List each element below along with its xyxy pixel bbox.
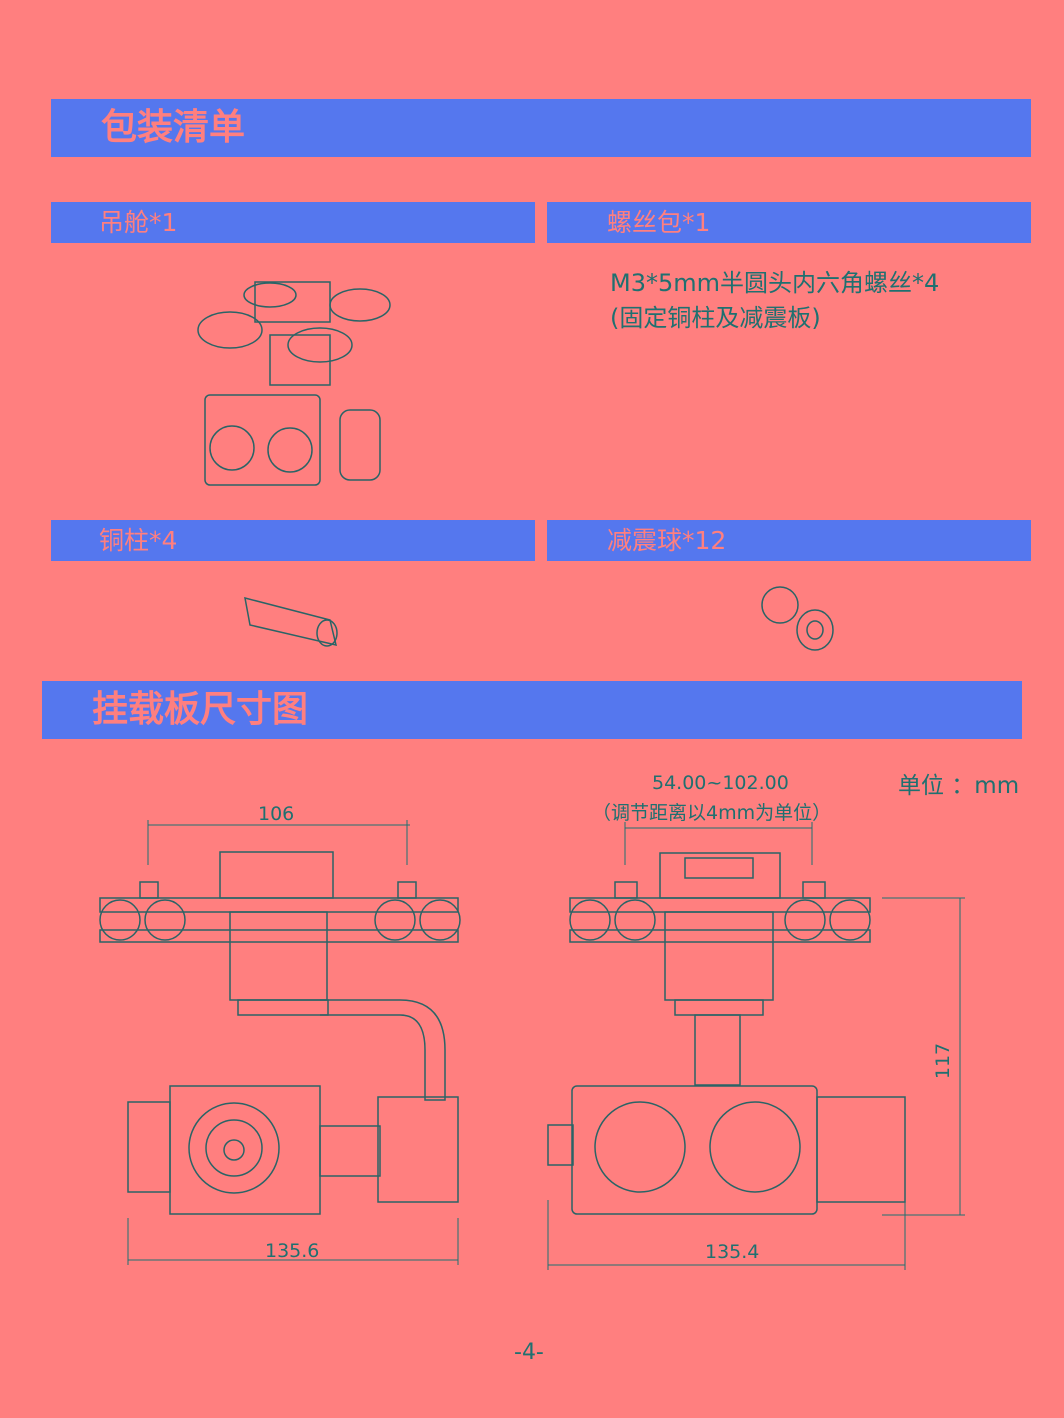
section-header-dimensions: 挂载板尺寸图 xyxy=(42,681,1022,739)
dim-135-6: 135.6 xyxy=(265,1240,320,1262)
screws-desc-1: M3*5mm半圆头内六角螺丝*4 xyxy=(610,269,940,297)
dim-117: 117 xyxy=(932,1042,955,1080)
item-header-dampers: 减震球*12 xyxy=(547,520,1031,561)
side-view-dimensions xyxy=(127,820,459,1265)
item-header-standoffs: 铜柱*4 xyxy=(51,520,535,561)
dim-106: 106 xyxy=(258,803,295,825)
item-header-screws: 螺丝包*1 xyxy=(547,202,1031,243)
page-number: -4- xyxy=(514,1340,544,1365)
side-view-drawing xyxy=(99,851,461,1215)
damper-ball-illustration xyxy=(761,586,834,651)
item-header-gimbal: 吊舱*1 xyxy=(51,202,535,243)
gimbal-illustration xyxy=(197,281,391,486)
unit-label: 单位 ：mm xyxy=(898,773,1020,799)
front-view-drawing xyxy=(547,852,906,1215)
section-header-packing: 包装清单 xyxy=(51,99,1031,157)
standoff-illustration xyxy=(244,596,338,647)
dim-adjust-note: （调节距离以4mm为单位） xyxy=(592,802,832,824)
dim-135-4: 135.4 xyxy=(705,1241,760,1263)
screws-desc-2: (固定铜柱及减震板) xyxy=(610,304,821,332)
front-view-dimensions xyxy=(547,822,965,1270)
dim-adjust-range: 54.00~102.00 xyxy=(652,772,789,794)
